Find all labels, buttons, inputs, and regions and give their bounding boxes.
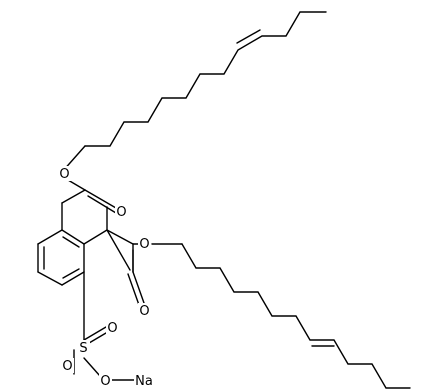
- svg-text:O: O: [59, 167, 69, 182]
- ring-double-bond: [62, 268, 80, 279]
- ester1-ether-oxygen: O: [58, 166, 71, 182]
- svg-text:O: O: [107, 321, 117, 336]
- bond: [83, 326, 107, 341]
- bond: [61, 189, 86, 204]
- ring-bond: [37, 271, 63, 286]
- bond: [67, 179, 86, 191]
- sulfur-atom: S: [77, 340, 90, 356]
- ester2-ether-oxygen: O: [138, 236, 151, 252]
- ester2-carbonyl-oxygen: O: [138, 303, 151, 319]
- ring-bond: [61, 271, 85, 286]
- svg-text:O: O: [62, 359, 72, 374]
- ester-group-2: [83, 206, 183, 306]
- bond: [83, 357, 101, 377]
- ester1-carbonyl-oxygen: O: [115, 204, 128, 220]
- carbonyl-bond: [127, 273, 140, 306]
- alkene-double-bond: [236, 29, 261, 44]
- chain-bonds: [84, 11, 327, 147]
- svg-text:O: O: [139, 304, 149, 319]
- ring-double-bond: [62, 236, 80, 248]
- svg-text:O: O: [116, 205, 126, 220]
- ring-bond: [37, 229, 63, 245]
- sulfonate-group: [73, 271, 135, 381]
- svg-text:S: S: [79, 341, 87, 356]
- upper-alkyl-chain: [84, 11, 327, 147]
- svg-text:O: O: [139, 237, 149, 252]
- benzene-ring: [37, 229, 85, 286]
- svg-text:Na: Na: [135, 374, 153, 389]
- bond: [106, 229, 134, 245]
- bond: [83, 229, 108, 245]
- carbonyl-bond: [84, 189, 117, 209]
- sulfonyl-oxygen-upper: O: [106, 320, 119, 336]
- chain-bonds: [181, 243, 411, 389]
- ring-bond: [61, 229, 85, 245]
- bond: [106, 229, 131, 271]
- ester-group-1: [61, 145, 117, 231]
- sulfonyl-oxygen-lower: O: [61, 358, 74, 374]
- carbonyl-bond: [132, 271, 145, 304]
- sodium-atom: Na: [134, 373, 154, 389]
- lower-alkyl-chain: [181, 243, 411, 389]
- sulfonate-oxygen: O: [99, 373, 112, 389]
- carbonyl-bond: [87, 195, 117, 214]
- svg-text:O: O: [100, 374, 110, 389]
